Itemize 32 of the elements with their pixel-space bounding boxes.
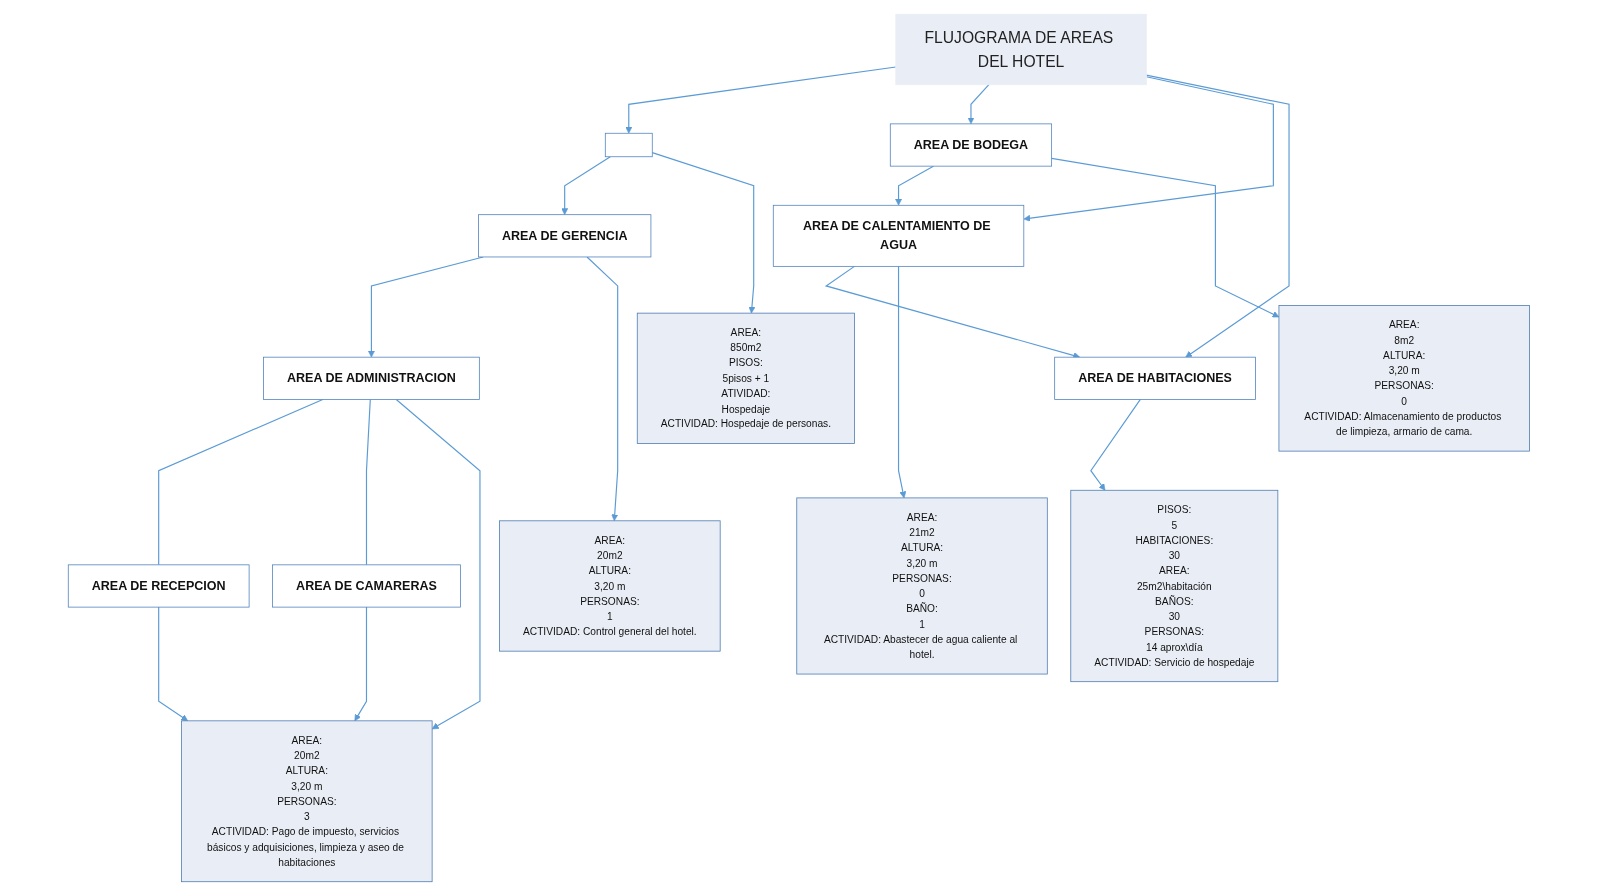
node-box: AREA DE CAMARERAS	[272, 564, 461, 608]
arrow	[1145, 74, 1290, 358]
arrow	[895, 165, 935, 206]
arrow	[1090, 398, 1142, 491]
arrow	[824, 265, 1081, 359]
arrow	[1051, 157, 1280, 318]
node-box	[605, 132, 653, 158]
node-box: AREA DE BODEGA	[890, 123, 1053, 167]
connector	[366, 398, 371, 566]
node-box: AREA DE ADMINISTRACION	[263, 356, 480, 400]
arrow	[354, 606, 368, 722]
arrow	[625, 66, 897, 134]
node-box: AREA: 20m2 ALTURA: 3,20 m PERSONAS: 3 ACTIVIDAD: Pago de impuesto, servicios básicos y adquisiciones, limpieza y aseo de habitaciones	[181, 720, 433, 883]
node-box: AREA DE HABITACIONES	[1054, 356, 1256, 400]
node-box: AREA DE GERENCIA	[478, 214, 652, 258]
node-box: AREA DE RECEPCION	[68, 564, 250, 608]
arrow	[561, 156, 611, 215]
arrow	[158, 606, 189, 722]
arrow	[395, 398, 481, 730]
node-box: PISOS: 5 HABITACIONES: 30 AREA: 25m2\habitación BAÑOS: 30 PERSONAS: 14 aprox\día ACTIVIDAD: Servicio de hospedaje	[1070, 489, 1279, 683]
node-box: FLUJOGRAMA DE AREAS DEL HOTEL	[895, 13, 1147, 86]
node-box: AREA: 850m2 PISOS: 5pisos + 1 ATIVIDAD: Hospedaje ACTIVIDAD: Hospedaje de personas.	[637, 312, 855, 444]
arrow	[1023, 76, 1275, 222]
arrow	[651, 152, 756, 314]
node-box: AREA: 20m2 ALTURA: 3,20 m PERSONAS: 1 ACTIVIDAD: Control general del hotel.	[499, 520, 721, 652]
node-box: AREA: 8m2 ALTURA: 3,20 m PERSONAS: 0 ACTIVIDAD: Almacenamiento de productos de limpieza, armario de cama.	[1278, 305, 1530, 452]
arrow	[967, 84, 990, 125]
node-box: AREA DE CALENTAMIENTO DE AGUA	[773, 204, 1025, 267]
arrow	[898, 265, 907, 499]
arrow	[586, 256, 619, 522]
node-box: AREA: 21m2 ALTURA: 3,20 m PERSONAS: 0 BAÑO: 1 ACTIVIDAD: Abastecer de agua caliente al hotel.	[796, 497, 1048, 675]
connector	[158, 398, 324, 566]
